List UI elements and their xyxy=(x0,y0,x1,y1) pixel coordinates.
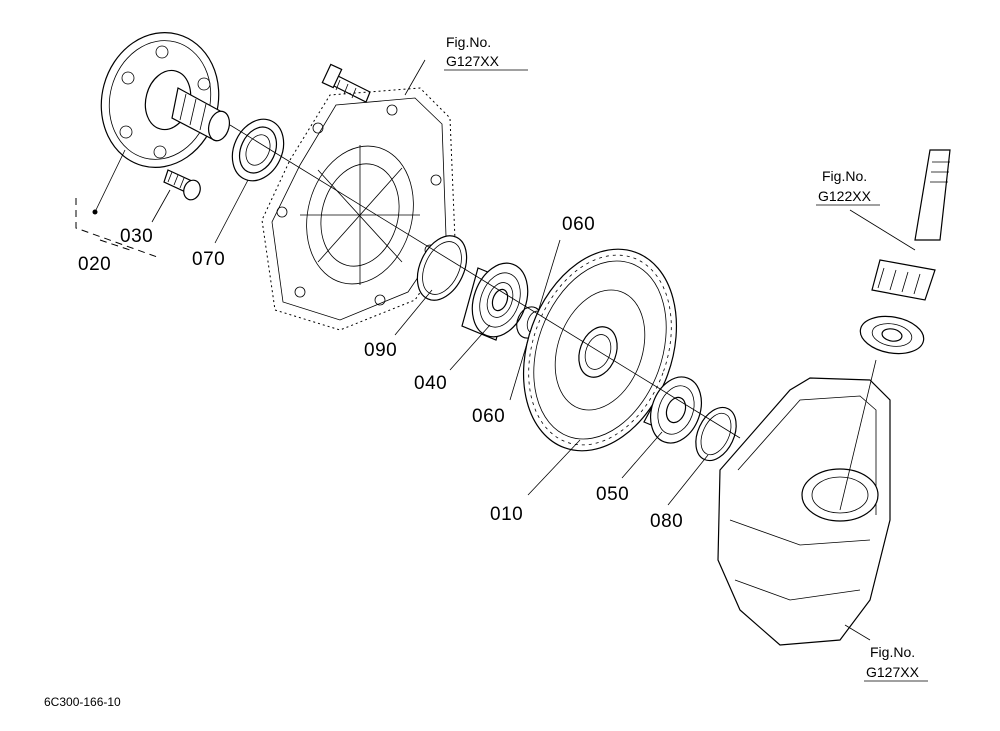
part-030-bolt[interactable] xyxy=(163,169,203,202)
label-040: 040 xyxy=(414,373,447,394)
fig-ref-right-line2: G122XX xyxy=(818,188,872,204)
transmission-cover xyxy=(261,87,456,331)
part-010-bevel-gear[interactable] xyxy=(497,228,703,473)
fig-ref-top-line1: Fig.No. xyxy=(446,34,491,50)
fig-ref-bottom[interactable]: Fig.No. G127XX xyxy=(864,644,928,682)
label-010: 010 xyxy=(490,504,523,525)
label-060-lower: 060 xyxy=(472,406,505,427)
drawing-code: 6C300-166-10 xyxy=(44,695,121,709)
label-030: 030 xyxy=(120,226,153,247)
fig-ref-bottom-line1: Fig.No. xyxy=(870,644,915,660)
leader-lines xyxy=(151,59,916,641)
pinion-shaft xyxy=(871,149,951,301)
fig-ref-top-line2: G127XX xyxy=(446,53,500,69)
part-080-shim[interactable] xyxy=(688,401,744,467)
assembly-axis xyxy=(229,124,741,439)
part-040-ball-bearing[interactable] xyxy=(461,255,537,344)
pinion-bearing xyxy=(859,315,925,355)
part-number-labels: 030 020 070 090 040 060 060 010 050 080 xyxy=(78,214,683,532)
part-070-oil-seal[interactable] xyxy=(223,111,294,189)
fig-ref-right-line1: Fig.No. xyxy=(822,168,867,184)
gear-housing xyxy=(717,359,891,646)
part-050-ball-bearing[interactable] xyxy=(642,370,710,450)
fig-ref-bottom-line2: G127XX xyxy=(866,664,920,680)
fig-ref-right[interactable]: Fig.No. G122XX xyxy=(816,168,880,206)
part-090-shim[interactable] xyxy=(408,228,477,308)
label-050: 050 xyxy=(596,484,629,505)
label-060-upper: 060 xyxy=(562,214,595,235)
label-070: 070 xyxy=(192,249,225,270)
fig-ref-top[interactable]: Fig.No. G127XX xyxy=(444,34,528,71)
label-020: 020 xyxy=(78,254,111,275)
label-090: 090 xyxy=(364,340,397,361)
part-060-circlip[interactable] xyxy=(516,306,541,339)
bracket-020 xyxy=(75,149,161,259)
part-020-flange-shaft[interactable] xyxy=(86,19,233,180)
cover-bolt xyxy=(321,63,371,103)
label-080: 080 xyxy=(650,511,683,532)
